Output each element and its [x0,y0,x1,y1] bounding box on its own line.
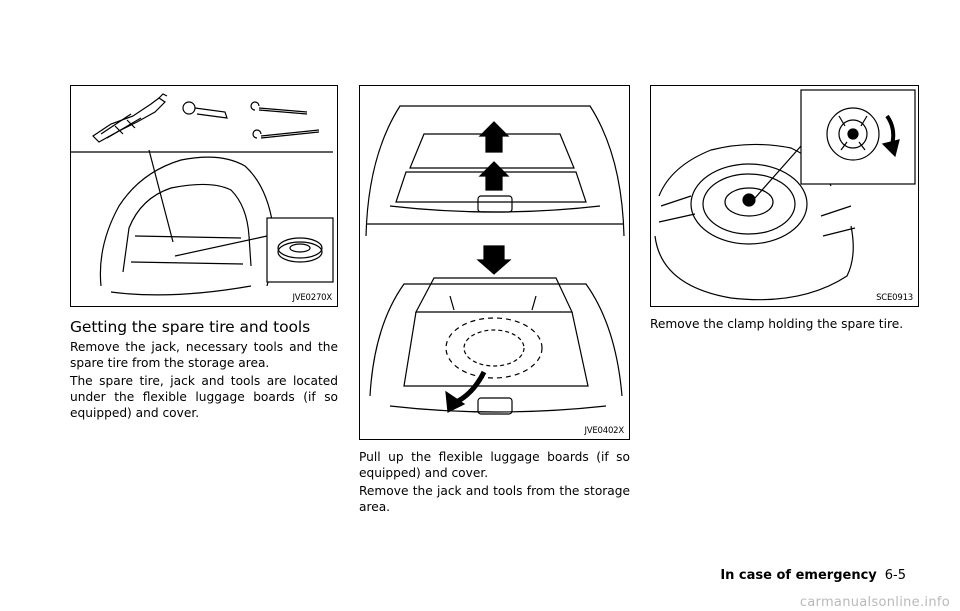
watermark: carmanualsonline.info [799,595,950,610]
jack-tools-illustration [71,93,334,296]
luggage-boards-illustration [365,105,625,415]
figure-spare-tire-clamp: SCE0913 [650,85,919,307]
figure-jack-tools-trunk: JVE0270X [70,85,338,307]
paragraph-location: The spare tire, jack and tools are locat… [70,374,338,420]
paragraph-pull-up-boards: Pull up the flexible luggage boards (if … [359,450,630,480]
figure-code: JVE0402X [584,426,624,436]
figure-code: JVE0270X [292,293,332,303]
chapter-title: In case of emergency [720,568,877,583]
spare-tire-illustration [654,89,916,301]
figure-luggage-boards: JVE0402X [359,85,630,440]
paragraph-remove-jack: Remove the jack and tools from the stora… [359,484,630,514]
paragraph-remove-items: Remove the jack, necessary tools and the… [70,340,338,370]
figure-code: SCE0913 [876,293,913,303]
page-number: 6-5 [884,568,906,583]
section-heading: Getting the spare tire and tools [70,318,311,336]
paragraph-remove-clamp: Remove the clamp holding the spare tire. [650,317,904,331]
page-footer: In case of emergency 6-5 [720,568,906,583]
